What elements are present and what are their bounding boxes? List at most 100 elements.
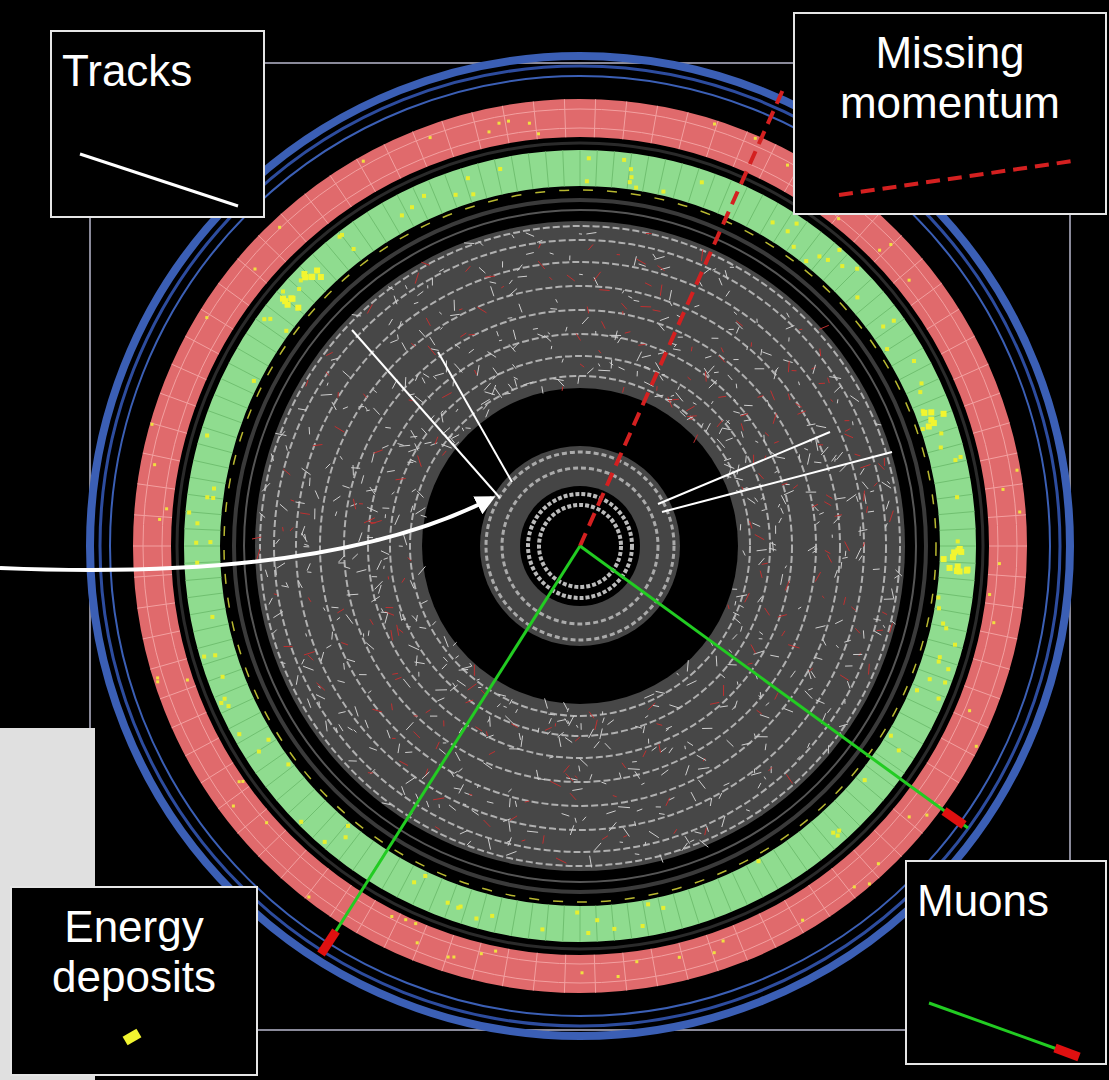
- tracker-hit: [708, 366, 714, 373]
- tracker-hit: [719, 428, 722, 434]
- tracker-hit: [710, 702, 719, 704]
- tracker-hit: [781, 495, 786, 504]
- ecal-cell: [528, 903, 533, 939]
- energy-deposit: [416, 941, 419, 944]
- tracker-hit: [412, 616, 417, 621]
- tracker-hit: [622, 763, 626, 768]
- tracker-hit: [337, 617, 340, 620]
- energy-deposit: [202, 655, 206, 659]
- tracker-hit: [653, 254, 656, 259]
- tracker-hit: [586, 233, 596, 235]
- tracker-hit: [402, 786, 405, 795]
- tracker-hit: [711, 401, 713, 404]
- hcal-cell: [893, 809, 922, 833]
- tracker-hit: [618, 338, 622, 343]
- ecal-cell: [928, 639, 963, 648]
- hcal-cell: [137, 603, 175, 608]
- ecal-cell: [184, 529, 220, 531]
- ecal-cell: [884, 333, 914, 352]
- tracker-hit: [706, 423, 711, 432]
- track-line: [658, 432, 830, 504]
- tracker-hit: [806, 492, 817, 493]
- energy-deposit: [853, 885, 856, 888]
- ecal-cell: [461, 168, 472, 202]
- ecal-cell: [611, 152, 614, 188]
- tracker-hit: [385, 613, 388, 624]
- energy-deposit: [944, 626, 948, 630]
- tracker-hit: [477, 784, 478, 788]
- tracker-hit: [754, 769, 755, 774]
- tracker-hit: [634, 300, 640, 301]
- tracker-hit: [421, 601, 427, 604]
- energy-deposit: [634, 186, 638, 190]
- tracker-hit: [430, 716, 437, 717]
- tracker-hit: [315, 491, 319, 499]
- tracker-hit: [417, 291, 423, 295]
- energy-deposit: [964, 568, 970, 574]
- tracker-hit: [352, 315, 361, 317]
- tracker-hit: [730, 267, 734, 268]
- tracker-hit: [419, 627, 426, 628]
- ecal-cell: [811, 243, 834, 271]
- tracker-hit: [361, 475, 363, 483]
- hcal-cell: [533, 101, 537, 139]
- tracker-hit: [454, 771, 457, 773]
- tracker-hit: [423, 374, 429, 378]
- tracker-hit: [505, 393, 511, 395]
- tracker-hit: [367, 537, 373, 538]
- tracker-hit: [277, 563, 285, 568]
- tracker-hit: [811, 671, 815, 678]
- legend-sample: [12, 1004, 256, 1074]
- tracker-hit: [465, 793, 472, 796]
- energy-deposit: [881, 325, 885, 329]
- ecal-cell: [760, 203, 778, 234]
- tracker-hit: [870, 491, 874, 492]
- energy-deposit: [323, 840, 327, 844]
- tracker-hit: [382, 445, 388, 448]
- tracker-hit: [877, 630, 883, 632]
- tracker-hit: [717, 420, 723, 427]
- tracker-hit: [306, 380, 308, 386]
- ecal-cell: [277, 291, 305, 314]
- energy-deposit: [678, 956, 681, 959]
- tracker-hit: [625, 332, 631, 333]
- ecal-cell: [884, 739, 914, 758]
- tracker-hit: [511, 724, 518, 728]
- energy-deposit: [840, 264, 844, 268]
- tracker-hit: [745, 455, 747, 462]
- tracker-hit: [575, 818, 576, 823]
- energy-deposit: [992, 621, 995, 624]
- tracker-hit: [809, 668, 813, 671]
- tracker-hit: [691, 347, 693, 352]
- tracker-hit: [620, 842, 623, 843]
- tracker-hit: [638, 344, 645, 345]
- tracker-hit: [582, 317, 588, 324]
- tracker-hit: [307, 563, 310, 570]
- tracker-hit: [687, 660, 688, 671]
- tracker-hit: [483, 763, 492, 769]
- tracker-hit: [304, 652, 315, 655]
- tracker-hit: [403, 534, 406, 545]
- ecal-cell: [563, 906, 565, 942]
- energy-deposit: [954, 568, 960, 574]
- energy-deposit: [195, 521, 199, 525]
- tracker-hit: [635, 726, 642, 728]
- tracker-hit: [595, 331, 596, 335]
- energy-deposit: [414, 922, 417, 925]
- energy-deposit: [700, 180, 704, 184]
- tracker-hit: [648, 703, 655, 710]
- tracker-hit: [694, 305, 699, 307]
- tracker-hit: [635, 821, 636, 826]
- tracker-hit: [458, 768, 462, 772]
- tracker-hit: [589, 729, 594, 738]
- energy-deposit: [928, 677, 932, 681]
- tracker-hit: [622, 311, 623, 314]
- tracker-hit: [326, 645, 331, 648]
- tracker-hit: [276, 539, 280, 544]
- tracker-hit: [499, 340, 502, 342]
- tracker-hit: [433, 798, 444, 800]
- hcal-cell: [143, 109, 1017, 983]
- tracker-hit: [808, 743, 810, 748]
- ecal-cell: [208, 669, 242, 681]
- energy-deposit: [713, 951, 716, 954]
